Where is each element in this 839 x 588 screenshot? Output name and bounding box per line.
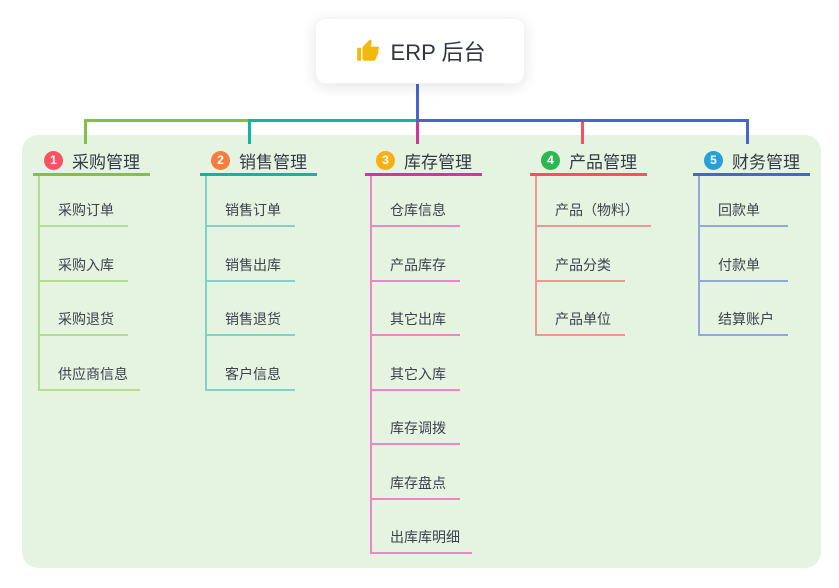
node-stock-count[interactable]: 库存盘点 [372,445,460,500]
node-sales-order[interactable]: 销售订单 [207,176,295,227]
branch-title-label: 采购管理 [72,153,140,172]
root-node[interactable]: ERP 后台 [315,18,525,84]
branch-inventory: 3 库存管理 仓库信息 产品库存 其它出库 其它入库 库存调拨 库存盘点 出库库… [365,148,482,554]
node-sales-outbound[interactable]: 销售出库 [207,227,295,282]
branch-sales: 2 销售管理 销售订单 销售出库 销售退货 客户信息 [200,148,317,391]
branch-title-purchase[interactable]: 1 采购管理 [33,148,150,176]
badge-2: 2 [211,151,230,170]
node-purchase-inbound[interactable]: 采购入库 [40,227,128,282]
branch-children-inventory: 仓库信息 产品库存 其它出库 其它入库 库存调拨 库存盘点 出库库明细 [370,176,472,554]
node-product-unit[interactable]: 产品单位 [537,282,625,336]
node-payment-order[interactable]: 付款单 [700,227,788,282]
node-warehouse-info[interactable]: 仓库信息 [372,176,460,227]
connector-drop-sales [248,119,251,144]
branch-title-label: 库存管理 [404,153,472,172]
thumbs-up-icon [355,38,381,64]
node-purchase-order[interactable]: 采购订单 [40,176,128,227]
connector-drop-product [581,119,584,144]
node-stock-transfer[interactable]: 库存调拨 [372,391,460,445]
mindmap-panel [22,135,821,568]
branch-title-inventory[interactable]: 3 库存管理 [365,148,482,176]
branch-title-sales[interactable]: 2 销售管理 [200,148,317,176]
connector-bus-teal [248,119,419,122]
connector-drop-purchase [84,119,87,144]
badge-1: 1 [44,151,63,170]
branch-purchase: 1 采购管理 采购订单 采购入库 采购退货 供应商信息 [33,148,150,391]
node-sales-return[interactable]: 销售退货 [207,282,295,336]
connector-drop-inventory [416,119,419,144]
node-purchase-return[interactable]: 采购退货 [40,282,128,336]
branch-children-sales: 销售订单 销售出库 销售退货 客户信息 [205,176,295,391]
node-product-material[interactable]: 产品（物料） [537,176,651,227]
node-outbound-detail[interactable]: 出库库明细 [372,500,472,554]
node-other-outbound[interactable]: 其它出库 [372,282,460,336]
node-other-inbound[interactable]: 其它入库 [372,336,460,391]
node-product-category[interactable]: 产品分类 [537,227,625,282]
branch-finance: 5 财务管理 回款单 付款单 结算账户 [693,148,810,336]
badge-3: 3 [376,151,395,170]
branch-children-purchase: 采购订单 采购入库 采购退货 供应商信息 [38,176,140,391]
connector-drop-finance [746,119,749,144]
branch-title-finance[interactable]: 5 财务管理 [693,148,810,176]
branch-children-product: 产品（物料） 产品分类 产品单位 [535,176,651,336]
connector-bus-blue [416,119,749,122]
branch-children-finance: 回款单 付款单 结算账户 [698,176,788,336]
node-collection-order[interactable]: 回款单 [700,176,788,227]
node-product-stock[interactable]: 产品库存 [372,227,460,282]
node-customer-info[interactable]: 客户信息 [207,336,295,391]
node-settlement-account[interactable]: 结算账户 [700,282,788,336]
branch-product: 4 产品管理 产品（物料） 产品分类 产品单位 [530,148,651,336]
node-supplier-info[interactable]: 供应商信息 [40,336,140,391]
root-node-label: ERP 后台 [390,40,486,65]
connector-root-stem [416,84,419,122]
badge-4: 4 [541,151,560,170]
connector-bus-green [84,119,251,122]
branch-title-label: 产品管理 [569,153,637,172]
branch-title-product[interactable]: 4 产品管理 [530,148,647,176]
badge-5: 5 [704,151,723,170]
branch-title-label: 财务管理 [732,153,800,172]
branch-title-label: 销售管理 [239,153,307,172]
